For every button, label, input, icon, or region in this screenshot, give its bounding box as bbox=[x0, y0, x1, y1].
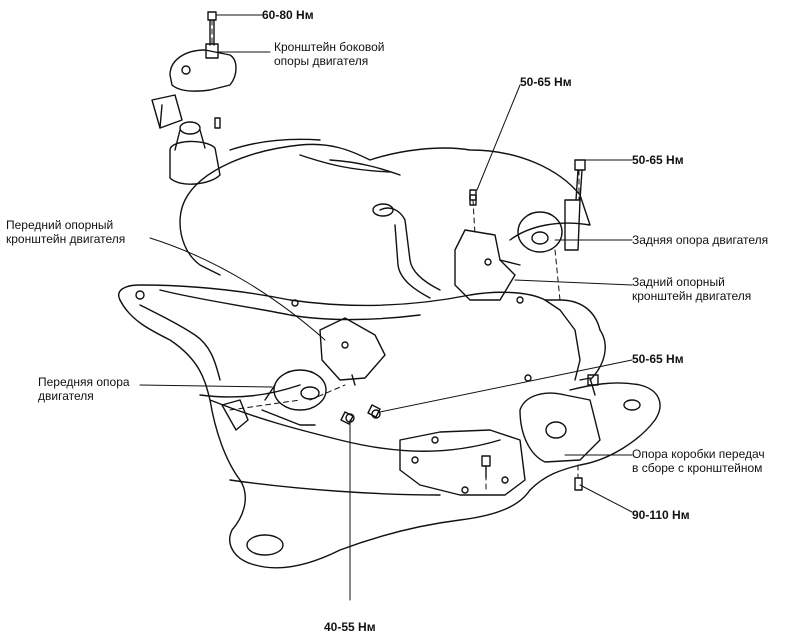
side-mount-bracket-part bbox=[151, 11, 237, 185]
torque-label-lower-right: 90-110 Нм bbox=[632, 508, 690, 522]
label-rear-mount: Задняя опора двигателя bbox=[632, 233, 769, 247]
engine-outline bbox=[179, 138, 591, 276]
subframe bbox=[118, 203, 661, 569]
label-transmission-mount: Опора коробки передач в сборе с кронштей… bbox=[632, 447, 765, 475]
torque-label-bottom: 40-55 Нм bbox=[324, 620, 376, 634]
bolts bbox=[340, 194, 477, 425]
center-plate bbox=[399, 429, 526, 496]
label-side-mount-bracket: Кронштейн боковой опоры двигателя bbox=[274, 40, 385, 68]
front-mount-part bbox=[221, 369, 381, 431]
front-bracket-part bbox=[319, 317, 386, 386]
leader-lines bbox=[139, 14, 633, 601]
alignment-lines bbox=[211, 19, 580, 491]
torque-label-upper-middle: 50-65 Нм bbox=[520, 75, 572, 89]
torque-label-upper-right: 50-65 Нм bbox=[632, 153, 684, 167]
label-front-bracket: Передний опорный кронштейн двигателя bbox=[6, 218, 126, 246]
label-front-mount: Передняя опора двигателя bbox=[38, 375, 130, 403]
rear-mount-part bbox=[469, 159, 586, 253]
label-rear-bracket: Задний опорный кронштейн двигателя bbox=[632, 275, 752, 303]
transmission-mount-part bbox=[519, 374, 641, 491]
torque-label-right-middle: 50-65 Нм bbox=[632, 352, 684, 366]
torque-label-top: 60-80 Нм bbox=[262, 8, 314, 22]
